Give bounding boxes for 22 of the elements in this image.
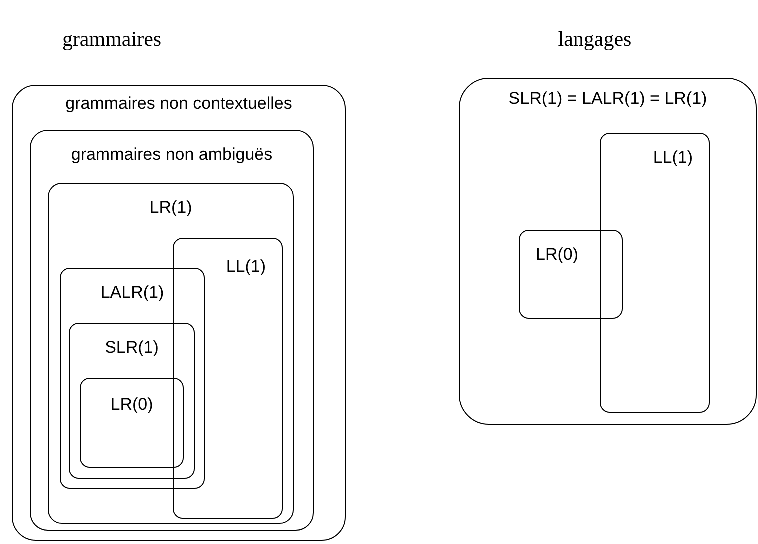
column-heading: langages [558,26,632,53]
set-label: LR(0) [110,395,154,415]
set-region [80,378,184,468]
set-region [60,268,205,489]
set-region [600,133,710,413]
set-region [519,230,623,319]
set-label: LR(1) [150,198,192,218]
set-region [69,323,195,479]
column-heading: grammaires [62,26,162,53]
set-region [30,130,314,531]
set-label: LALR(1) [100,283,164,303]
set-label: LL(1) [653,148,693,168]
set-region [12,85,346,541]
set-region [48,183,294,524]
set-label: SLR(1) [105,338,159,358]
set-label: grammaires non ambiguës [71,145,273,165]
set-region [459,78,757,425]
set-label: LL(1) [226,257,266,277]
set-region [173,238,283,519]
set-label: LR(0) [536,245,579,265]
set-label: SLR(1) = LALR(1) = LR(1) [508,89,708,109]
set-label: grammaires non contextuelles [66,94,292,114]
